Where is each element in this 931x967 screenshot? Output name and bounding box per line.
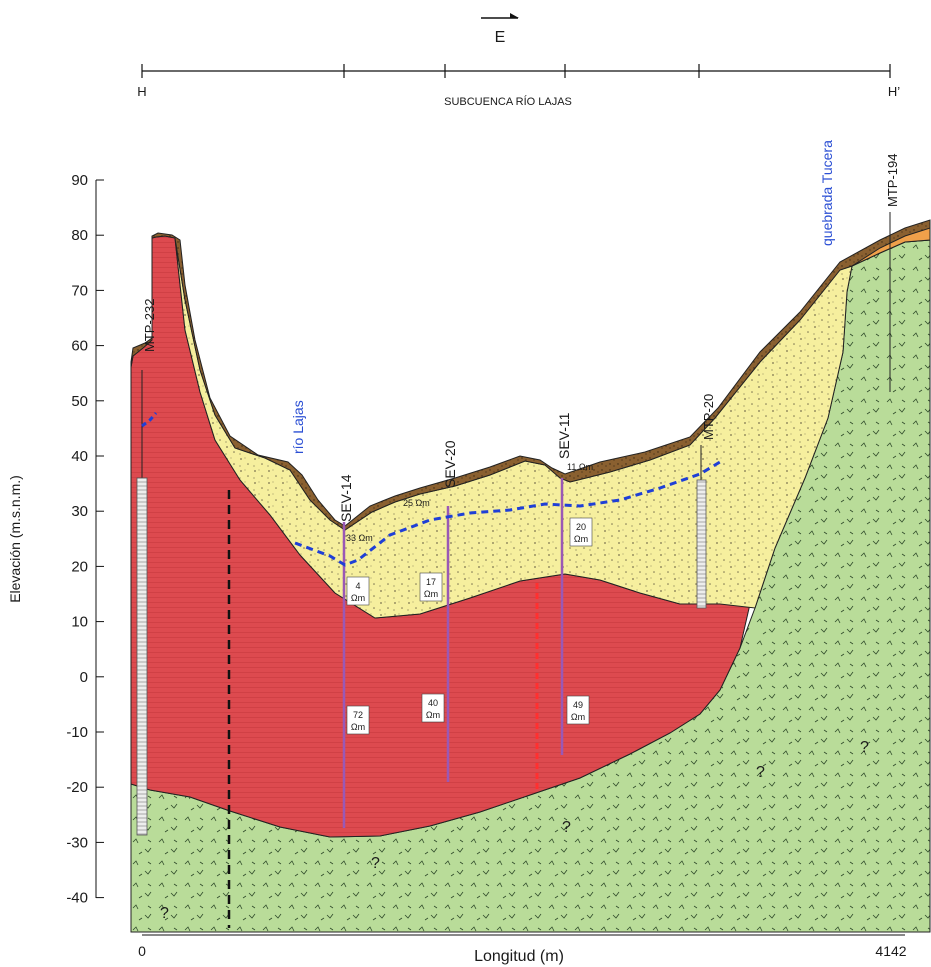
y-tick-label: 40 (71, 448, 88, 465)
y-tick-label: 30 (71, 503, 88, 520)
svg-text:Ωm: Ωm (424, 589, 438, 599)
y-tick-label: -30 (66, 834, 88, 851)
well-mtp20-label: MTP-20 (701, 394, 716, 440)
section-start-label: H (137, 84, 146, 99)
uncertain-mark-3: ? (562, 819, 571, 836)
resistivity-11: 11 Ωm (567, 462, 593, 472)
resistivity-box-17: 17 Ωm (419, 572, 443, 602)
y-tick-label: 70 (71, 282, 88, 299)
svg-text:40: 40 (428, 698, 438, 708)
x-axis-label: Longitud (m) (474, 948, 564, 965)
sev14-label: SEV-14 (338, 474, 354, 522)
well-mtp20 (696, 445, 707, 609)
resistivity-box-40: 40 Ωm (421, 693, 445, 723)
y-axis: 90 80 70 60 50 40 30 20 10 0 -10 -20 -30 -40 (66, 172, 104, 907)
svg-text:17: 17 (426, 577, 436, 587)
subbasin-label: SUBCUENCA RÍO LAJAS (444, 95, 572, 108)
resistivity-box-20: 20 Ωm (569, 517, 593, 547)
y-tick-label: -10 (66, 724, 88, 741)
svg-text:4: 4 (355, 581, 360, 591)
water-table (294, 460, 721, 567)
svg-text:20: 20 (576, 522, 586, 532)
resistivity-box-4: 4 Ωm (346, 576, 370, 606)
well-mtp194-label: MTP-194 (885, 154, 900, 207)
svg-text:Ωm: Ωm (574, 534, 588, 544)
sev11-label: SEV-11 (556, 412, 572, 459)
x-axis-end: 4142 (875, 943, 906, 959)
resistivity-box-49: 49 Ωm (566, 695, 590, 725)
uncertain-mark-4: ? (756, 764, 765, 781)
uncertain-mark-1: ? (160, 905, 169, 922)
y-tick-label: 80 (71, 227, 88, 244)
y-tick-label: 0 (80, 669, 88, 686)
direction-arrow (481, 13, 519, 19)
resistivity-box-72: 72 Ωm (346, 705, 370, 735)
resistivity-25: 25 Ωm (403, 498, 430, 508)
y-tick-label: 50 (71, 393, 88, 410)
svg-text:Ωm: Ωm (351, 722, 365, 732)
well-mtp232 (136, 370, 148, 836)
y-tick-label: -40 (66, 890, 88, 907)
y-axis-label: Elevación (m.s.n.m.) (7, 475, 23, 603)
section-end-label: H’ (888, 84, 900, 99)
x-axis-start: 0 (138, 943, 146, 959)
water-table-left (141, 412, 158, 428)
svg-text:Ωm: Ωm (571, 712, 585, 722)
orange-unit (851, 227, 931, 267)
y-tick-label: 60 (71, 338, 88, 355)
svg-text:Ωm: Ωm (426, 710, 440, 720)
y-tick-label: 20 (71, 558, 88, 575)
section-line (141, 64, 891, 78)
svg-text:72: 72 (353, 710, 363, 720)
y-tick-label: 90 (71, 172, 88, 189)
stream-quebrada-tucera: quebrada Tucera (819, 140, 835, 246)
y-tick-label: -20 (66, 779, 88, 796)
y-tick-label: 10 (71, 614, 88, 631)
direction-label: E (495, 29, 506, 46)
sev20-label: SEV-20 (442, 440, 458, 488)
svg-text:49: 49 (573, 700, 583, 710)
well-mtp232-label: MTP-232 (142, 299, 157, 352)
uncertain-mark-2: ? (371, 855, 380, 872)
stream-rio-lajas: río Lajas (290, 400, 306, 454)
resistivity-33: 33 Ωm (346, 533, 373, 543)
svg-text:Ωm: Ωm (351, 593, 365, 603)
uncertain-mark-5: ? (860, 739, 869, 756)
